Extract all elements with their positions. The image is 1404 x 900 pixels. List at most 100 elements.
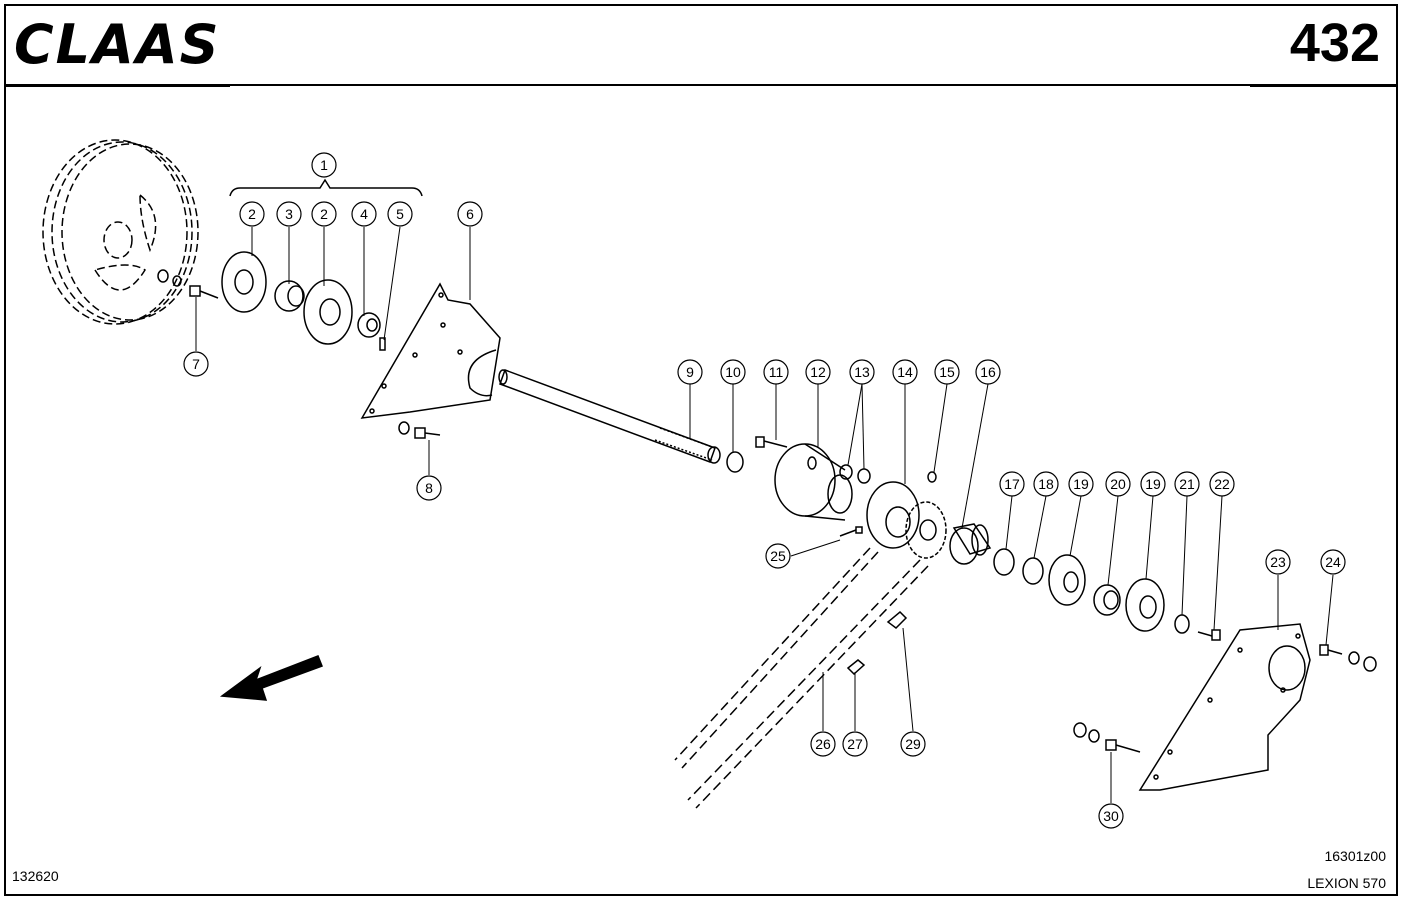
callout-24: 24: [1320, 549, 1346, 575]
page-number: 432: [1289, 13, 1380, 73]
callout-label: 24: [1325, 554, 1341, 570]
callout-12: 12: [805, 359, 831, 385]
callout-label: 10: [725, 364, 741, 380]
callout-circle: [934, 359, 960, 385]
brand-logo: CLAAS: [14, 13, 221, 76]
callout-17: 17: [999, 471, 1025, 497]
grub-screw-5: [379, 337, 386, 351]
callout-label: 8: [425, 480, 433, 496]
callout-label: 26: [815, 736, 831, 752]
callout-label: 27: [847, 736, 863, 752]
callout-19: 19: [1140, 471, 1166, 497]
callout-3: 3: [276, 201, 302, 227]
callout-circle: [1209, 471, 1235, 497]
callout-circle: [720, 359, 746, 385]
callout-circle: [849, 359, 875, 385]
callout-4: 4: [351, 201, 377, 227]
drawing-code: 16301z00: [1324, 848, 1386, 864]
callout-20: 20: [1105, 471, 1131, 497]
callout-label: 16: [980, 364, 996, 380]
callout-label: 23: [1270, 554, 1286, 570]
page-frame: [4, 4, 1398, 896]
callout-label: 17: [1004, 476, 1020, 492]
callout-label: 29: [905, 736, 921, 752]
callout-label: 15: [939, 364, 955, 380]
callout-11: 11: [763, 359, 789, 385]
callout-label: 20: [1110, 476, 1126, 492]
callout-circle: [351, 201, 377, 227]
callout-label: 25: [770, 548, 786, 564]
callout-1: 1: [311, 152, 337, 178]
callout-2: 2: [239, 201, 265, 227]
hub-12: [774, 443, 853, 521]
callout-label: 21: [1179, 476, 1195, 492]
callout-label: 5: [396, 206, 404, 222]
callout-circle: [810, 731, 836, 757]
callout-circle: [311, 152, 337, 178]
callout-circle: [239, 201, 265, 227]
flange-2b: [303, 279, 353, 345]
callout-22: 22: [1209, 471, 1235, 497]
callout-circle: [1105, 471, 1131, 497]
callout-label: 1: [320, 157, 328, 173]
callout-label: 11: [769, 364, 784, 380]
callout-label: 22: [1214, 476, 1230, 492]
callout-26: 26: [810, 731, 836, 757]
flange-2a: [221, 251, 267, 313]
callout-circle: [975, 359, 1001, 385]
leader-lines: [195, 226, 1334, 803]
callout-circle: [900, 731, 926, 757]
callout-circle: [387, 201, 413, 227]
arrow-down-left-icon: [219, 655, 323, 701]
header-rule: [4, 84, 1398, 86]
callout-label: 14: [897, 364, 913, 380]
callout-circle: [1033, 471, 1059, 497]
sprocket-14: [866, 481, 947, 559]
callout-label: 19: [1073, 476, 1089, 492]
callout-circle: [1068, 471, 1094, 497]
callout-circle: [1174, 471, 1200, 497]
callout-circle: [1140, 471, 1166, 497]
callout-27: 27: [842, 731, 868, 757]
callout-16: 16: [975, 359, 1001, 385]
bolt-7: [189, 285, 219, 299]
model-label: LEXION 570: [1307, 875, 1386, 891]
callout-label: 13: [854, 364, 870, 380]
callout-circle: [311, 201, 337, 227]
callout-circle: [276, 201, 302, 227]
callout-29: 29: [900, 731, 926, 757]
footer-left-code: 132620: [12, 868, 59, 884]
callout-5: 5: [387, 201, 413, 227]
callout-6: 6: [457, 201, 483, 227]
callout-2: 2: [311, 201, 337, 227]
callout-circle: [892, 359, 918, 385]
callout-30: 30: [1098, 803, 1124, 829]
callout-circle: [765, 543, 791, 569]
bushing-16: [949, 523, 992, 565]
callout-circle: [416, 475, 442, 501]
callout-label: 7: [192, 356, 200, 372]
callout-label: 30: [1103, 808, 1119, 824]
callout-label: 4: [360, 206, 368, 222]
pulley-wheel: [42, 139, 199, 325]
callout-circle: [842, 731, 868, 757]
callout-25: 25: [765, 543, 791, 569]
callout-19: 19: [1068, 471, 1094, 497]
collar-4: [357, 312, 381, 338]
callout-label: 2: [320, 206, 328, 222]
callout-circle: [183, 351, 209, 377]
callout-circle: [677, 359, 703, 385]
callout-circle: [763, 359, 789, 385]
support-plate-23: [1138, 623, 1311, 791]
callout-label: 12: [810, 364, 826, 380]
callout-10: 10: [720, 359, 746, 385]
callout-18: 18: [1033, 471, 1059, 497]
callout-circle: [457, 201, 483, 227]
callout-circle: [999, 471, 1025, 497]
callout-circle: [805, 359, 831, 385]
callout-21: 21: [1174, 471, 1200, 497]
callout-7: 7: [183, 351, 209, 377]
